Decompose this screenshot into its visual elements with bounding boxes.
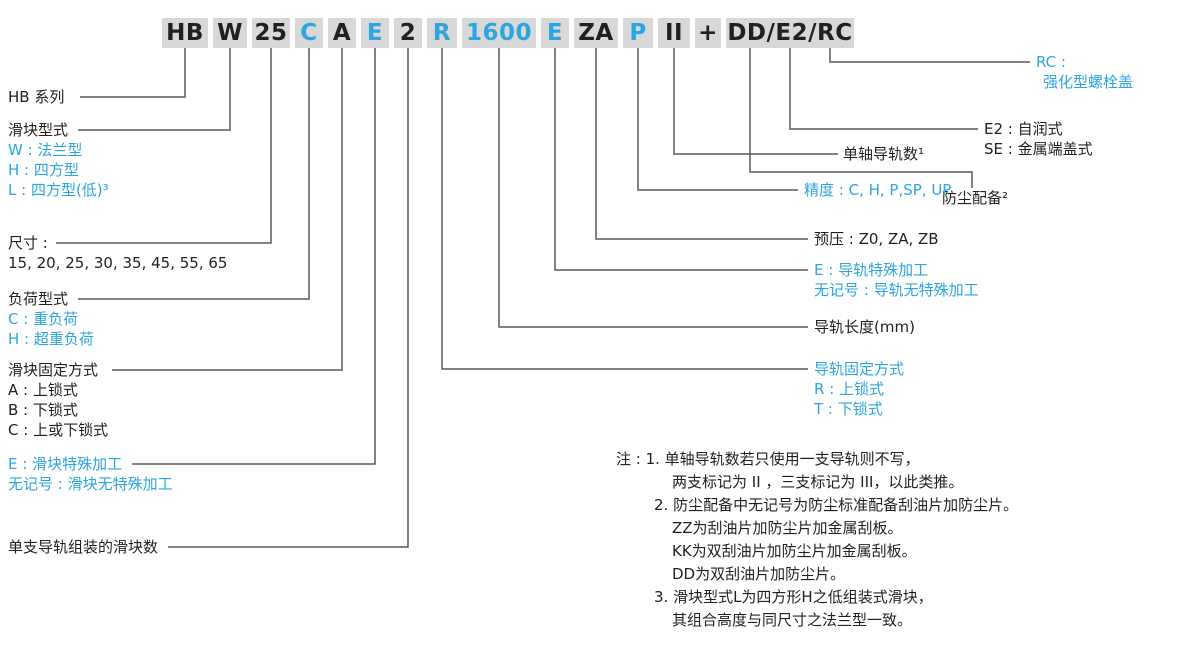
code-segment-block-machining: E xyxy=(361,18,389,48)
connector-accuracy xyxy=(637,48,798,191)
rail-mounting-item: R : 上锁式 xyxy=(814,380,885,398)
footnote-line: DD为双刮油片加防尘片。 xyxy=(672,565,846,583)
rail-machining-group: E : 导轨特殊加工 无记号 : 导轨无特殊加工 xyxy=(814,260,979,300)
load-type-item: H : 超重负荷 xyxy=(8,330,94,348)
code-segment-load-type: C xyxy=(295,18,323,48)
block-type-title: 滑块型式 xyxy=(8,121,69,139)
load-type-group: 负荷型式 C : 重负荷 H : 超重负荷 xyxy=(8,289,94,349)
block-mounting-group: 滑块固定方式 A : 上锁式 B : 下锁式 C : 上或下锁式 xyxy=(8,360,108,440)
dust-protection-label: 防尘配备² xyxy=(942,189,1009,207)
accuracy-label: 精度 : C, H, P,SP, UP xyxy=(804,181,952,199)
code-segment-size: 25 xyxy=(252,18,290,48)
code-segment-block-count: 2 xyxy=(394,18,422,48)
preload-label: 预压 : Z0, ZA, ZB xyxy=(814,230,939,248)
block-machining-line: E : 滑块特殊加工 xyxy=(8,455,123,473)
connector-rc xyxy=(829,48,1030,63)
connector-size xyxy=(56,48,272,244)
connector-block-mounting xyxy=(112,48,343,371)
size-title: 尺寸 : xyxy=(8,234,48,252)
rail-mounting-item: T : 下锁式 xyxy=(814,400,883,418)
connector-dust-protection xyxy=(749,48,973,188)
block-mounting-item: B : 下锁式 xyxy=(8,401,78,419)
code-segment-block-mounting: A xyxy=(328,18,356,48)
connector-rails-per-axis xyxy=(673,48,838,155)
connector-block-machining xyxy=(132,48,376,465)
connector-e2-se xyxy=(789,48,978,130)
footnote-line: 3. 滑块型式L为四方形H之低组装式滑块， xyxy=(654,588,933,606)
rail-machining-line: 无记号 : 导轨无特殊加工 xyxy=(814,281,979,299)
connector-rail-length xyxy=(498,48,808,328)
e2-label: E2 : 自润式 xyxy=(984,120,1063,138)
block-type-item: H : 四方型 xyxy=(8,161,79,179)
block-type-item: L : 四方型(低)³ xyxy=(8,181,109,199)
code-segment-accuracy: P xyxy=(623,18,653,48)
series-label: HB 系列 xyxy=(8,88,65,106)
footnotes: 注 : 1. 单轴导轨数若只使用一支导轨则不写， 两支标记为 II ，三支标记为… xyxy=(616,448,1018,632)
connector-rail-machining xyxy=(554,48,808,271)
rc-code: RC : xyxy=(1036,53,1066,71)
size-values: 15, 20, 25, 30, 35, 45, 55, 65 xyxy=(8,254,228,272)
rc-group: RC : 强化型螺栓盖 xyxy=(1036,52,1133,92)
e2-se-group: E2 : 自润式 SE : 金属端盖式 xyxy=(984,119,1093,159)
code-segment-plus: + xyxy=(695,18,721,48)
connector-rail-mounting xyxy=(441,48,808,370)
code-segment-rail-count: II xyxy=(658,18,690,48)
rc-description: 强化型螺栓盖 xyxy=(1043,73,1134,91)
se-label: SE : 金属端盖式 xyxy=(984,140,1093,158)
block-machining-line: 无记号 : 滑块无特殊加工 xyxy=(8,475,173,493)
rail-machining-line: E : 导轨特殊加工 xyxy=(814,261,929,279)
footnote-line: ZZ为刮油片加防尘片加金属刮板。 xyxy=(672,519,903,537)
footnote-line: 注 : 1. 单轴导轨数若只使用一支导轨则不写， xyxy=(616,450,920,468)
code-segment-rail-mounting: R xyxy=(427,18,457,48)
rail-length-label: 导轨长度(mm) xyxy=(814,318,915,336)
rails-per-axis-label: 单轴导轨数¹ xyxy=(843,145,925,163)
blocks-per-rail-label: 单支导轨组装的滑块数 xyxy=(8,538,159,556)
connector-block-type xyxy=(78,48,231,131)
connector-series xyxy=(80,48,186,98)
block-mounting-title: 滑块固定方式 xyxy=(8,361,99,379)
footnote-line: 两支标记为 II ，三支标记为 III，以此类推。 xyxy=(672,473,964,491)
connector-preload xyxy=(595,48,808,240)
block-machining-group: E : 滑块特殊加工 无记号 : 滑块无特殊加工 xyxy=(8,454,173,494)
block-type-item: W : 法兰型 xyxy=(8,141,83,159)
code-segment-block-type: W xyxy=(213,18,247,48)
block-mounting-item: C : 上或下锁式 xyxy=(8,421,109,439)
load-type-title: 负荷型式 xyxy=(8,290,69,308)
connector-load-type xyxy=(78,48,310,300)
footnote-line: KK为双刮油片加防尘片加金属刮板。 xyxy=(672,542,917,560)
code-segment-options: DD/E2/RC xyxy=(726,18,854,48)
load-type-item: C : 重负荷 xyxy=(8,310,79,328)
size-group: 尺寸 : 15, 20, 25, 30, 35, 45, 55, 65 xyxy=(8,233,227,273)
rail-mounting-title: 导轨固定方式 xyxy=(814,360,905,378)
code-segment-rail-length: 1600 xyxy=(462,18,536,48)
connector-blocks-per-rail xyxy=(168,48,409,548)
block-mounting-item: A : 上锁式 xyxy=(8,381,78,399)
footnote-line: 2. 防尘配备中无记号为防尘标准配备刮油片加防尘片。 xyxy=(654,496,1019,514)
code-segment-series: HB xyxy=(162,18,208,48)
code-segment-preload: ZA xyxy=(574,18,618,48)
footnote-line: 其组合高度与同尺寸之法兰型一致。 xyxy=(672,611,913,629)
code-segment-rail-machining: E xyxy=(541,18,569,48)
rail-mounting-group: 导轨固定方式 R : 上锁式 T : 下锁式 xyxy=(814,359,904,419)
block-type-group: 滑块型式 W : 法兰型 H : 四方型 L : 四方型(低)³ xyxy=(8,120,109,200)
